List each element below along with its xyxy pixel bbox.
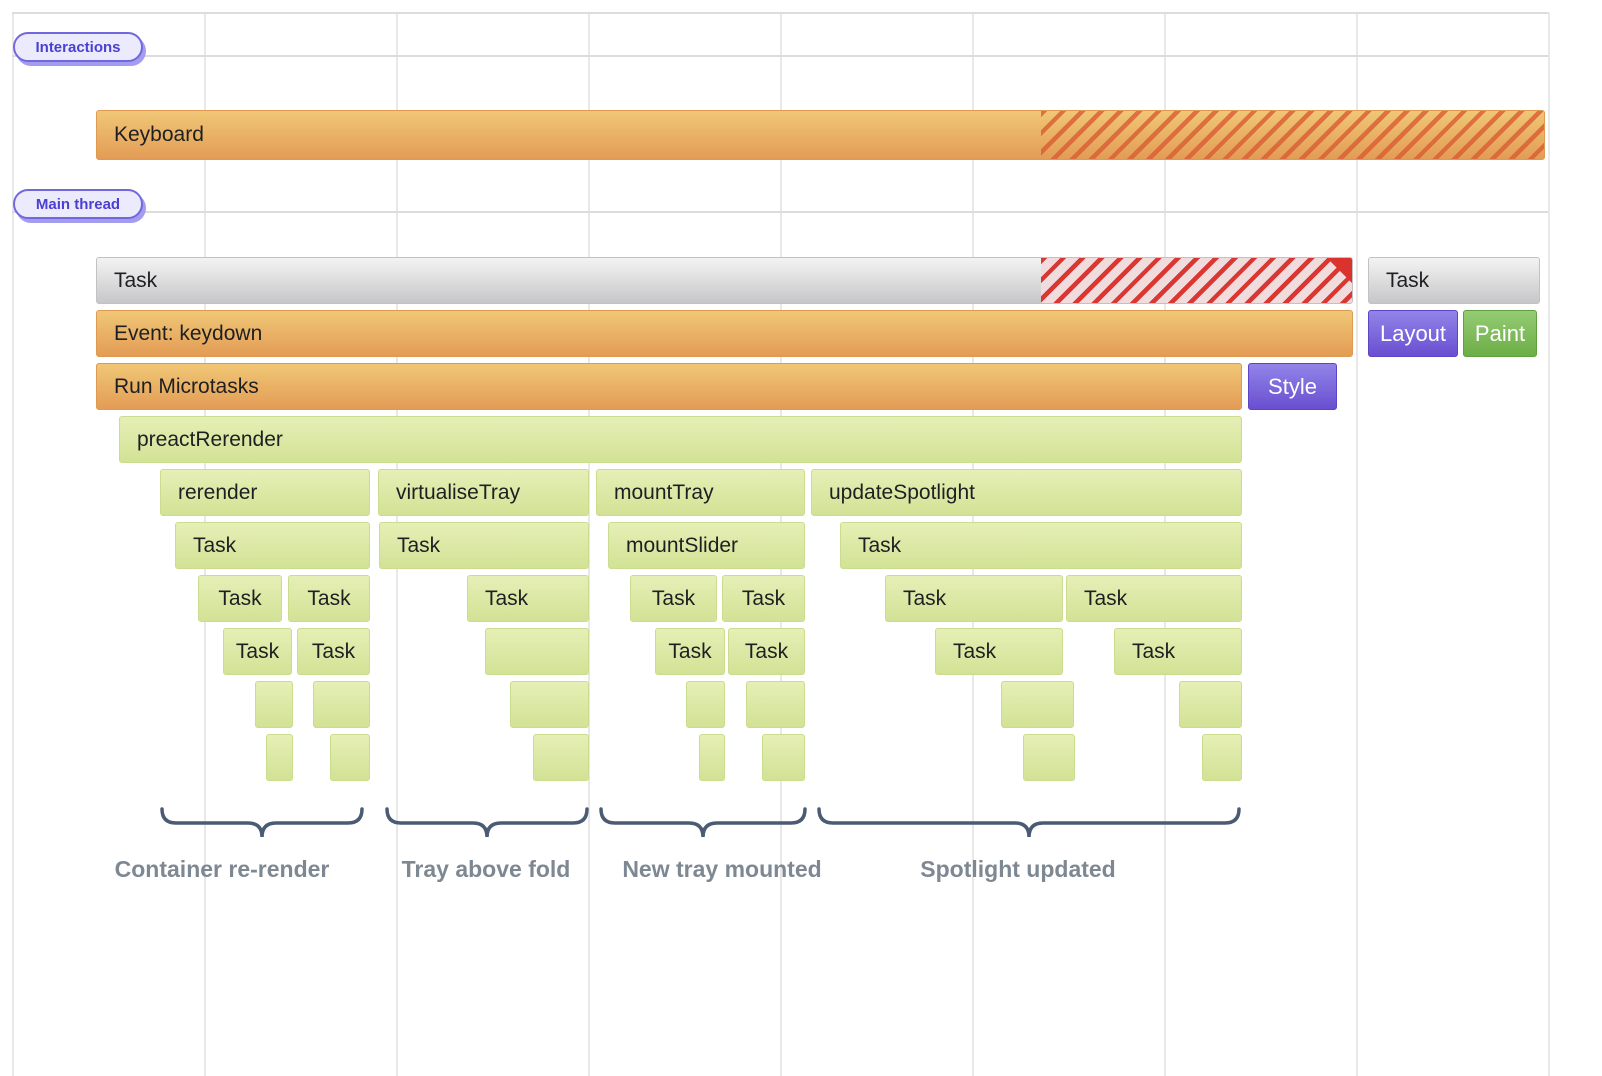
bar-stub[interactable] [1179, 681, 1242, 728]
main-thread-track-label: Main thread [35, 195, 121, 213]
bar-task[interactable]: Task [728, 628, 805, 675]
bar-stub[interactable] [510, 681, 589, 728]
bar-style-label: Style [1268, 373, 1317, 399]
bar-rerender-label: rerender [178, 480, 258, 504]
bar-mounttray[interactable]: mountTray [596, 469, 805, 516]
bar-updatespotlight[interactable]: updateSpotlight [811, 469, 1242, 516]
bar-task-label: Task [311, 639, 356, 663]
gridline-horizontal [12, 12, 1548, 14]
bar-task[interactable]: Task [223, 628, 292, 675]
bar-task[interactable]: Task [1066, 575, 1242, 622]
bar-task[interactable]: Task [198, 575, 282, 622]
bar-task[interactable]: Task [1114, 628, 1242, 675]
bar-paint[interactable]: Paint [1463, 310, 1537, 357]
bar-mountslider[interactable]: mountSlider [608, 522, 805, 569]
bar-stub[interactable] [699, 734, 725, 781]
bar-task-label: Task [744, 639, 789, 663]
bar-rerender[interactable]: rerender [160, 469, 370, 516]
gridline-vertical [588, 12, 590, 1076]
annotation-brace [160, 807, 364, 838]
bar-task[interactable]: Task [885, 575, 1063, 622]
bar-task-label: Task [218, 586, 262, 610]
overrun-hatch [1041, 258, 1352, 303]
bar-layout-label: Layout [1379, 320, 1447, 346]
long-task-alert-corner-icon [1327, 258, 1352, 285]
main-thread-track-badge[interactable]: Main thread [13, 189, 143, 219]
bar-keyboard-interaction-label: Keyboard [114, 123, 204, 146]
bar-stub[interactable] [1001, 681, 1074, 728]
bar-task-label: Task [1132, 639, 1176, 663]
annotation-label: New tray mounted [622, 856, 822, 882]
gridline-horizontal [12, 211, 1548, 213]
bar-keyboard-interaction[interactable]: Keyboard [96, 110, 1545, 160]
bar-task-label: Task [193, 533, 237, 557]
bar-task-label: Task [741, 586, 786, 610]
bar-mountslider-label: mountSlider [626, 533, 739, 557]
bar-stub[interactable] [330, 734, 370, 781]
bar-task[interactable]: Task [655, 628, 725, 675]
bar-task-label: Task [307, 586, 351, 610]
bar-preactrerender-label: preactRerender [137, 427, 283, 451]
bar-task[interactable]: Task [935, 628, 1063, 675]
bar-task-label: Task [953, 639, 997, 663]
bar-stub[interactable] [746, 681, 805, 728]
bar-task[interactable]: Task [467, 575, 589, 622]
bar-task-label: Task [903, 586, 947, 610]
bar-stub[interactable] [686, 681, 725, 728]
bar-task-label: Task [1386, 268, 1430, 292]
bar-stub[interactable] [533, 734, 589, 781]
bar-task[interactable]: Task [297, 628, 370, 675]
bar-style[interactable]: Style [1248, 363, 1337, 410]
bar-virtualisetray-label: virtualiseTray [396, 480, 521, 504]
gridline-vertical [1356, 12, 1358, 1076]
bar-task[interactable]: Task [288, 575, 370, 622]
bar-layout[interactable]: Layout [1368, 310, 1458, 357]
bar-event-keydown-label: Event: keydown [114, 321, 263, 345]
bar-event-keydown[interactable]: Event: keydown [96, 310, 1353, 357]
bar-stub[interactable] [1202, 734, 1242, 781]
annotation-brace [817, 807, 1241, 838]
bar-task[interactable]: Task [1368, 257, 1540, 304]
bar-updatespotlight-label: updateSpotlight [829, 480, 975, 504]
annotation-label: Container re-render [114, 856, 330, 882]
bar-run-microtasks[interactable]: Run Microtasks [96, 363, 1242, 410]
gridline-vertical [12, 12, 14, 1076]
bar-task[interactable]: Task [840, 522, 1242, 569]
gridline-vertical [1548, 12, 1550, 1076]
bar-task-label: Task [485, 586, 529, 610]
interactions-track-badge[interactable]: Interactions [13, 32, 143, 62]
bar-task-label: Task [235, 639, 280, 663]
annotation-brace [385, 807, 589, 838]
bar-stub[interactable] [762, 734, 805, 781]
bar-virtualisetray[interactable]: virtualiseTray [378, 469, 589, 516]
bar-paint-label: Paint [1474, 320, 1526, 346]
bar-task[interactable]: Task [722, 575, 805, 622]
bar-task-label: Task [668, 639, 712, 663]
bar-stub[interactable] [255, 681, 293, 728]
bar-stub[interactable] [266, 734, 293, 781]
bar-run-microtasks-label: Run Microtasks [114, 374, 259, 398]
bar-mounttray-label: mountTray [614, 480, 714, 504]
bar-task-label: Task [1084, 586, 1128, 610]
bar-task-label: Task [397, 533, 441, 557]
interactions-track-label: Interactions [35, 38, 121, 56]
bar-stub[interactable] [1023, 734, 1075, 781]
annotation-brace [599, 807, 807, 838]
bar-task[interactable]: Task [96, 257, 1353, 304]
bar-preactrerender[interactable]: preactRerender [119, 416, 1242, 463]
bar-stub[interactable] [313, 681, 370, 728]
bar-task-label: Task [114, 268, 158, 292]
bar-task[interactable]: Task [175, 522, 370, 569]
bar-task[interactable]: Task [379, 522, 589, 569]
gridline-horizontal [12, 55, 1548, 57]
annotation-label: Spotlight updated [920, 856, 1116, 882]
bar-task[interactable]: Task [630, 575, 717, 622]
annotation-label: Tray above fold [401, 856, 571, 882]
bar-task-label: Task [858, 533, 902, 557]
bar-task-label: Task [651, 586, 696, 610]
overrun-hatch [1041, 111, 1544, 159]
bar-stub[interactable] [485, 628, 589, 675]
